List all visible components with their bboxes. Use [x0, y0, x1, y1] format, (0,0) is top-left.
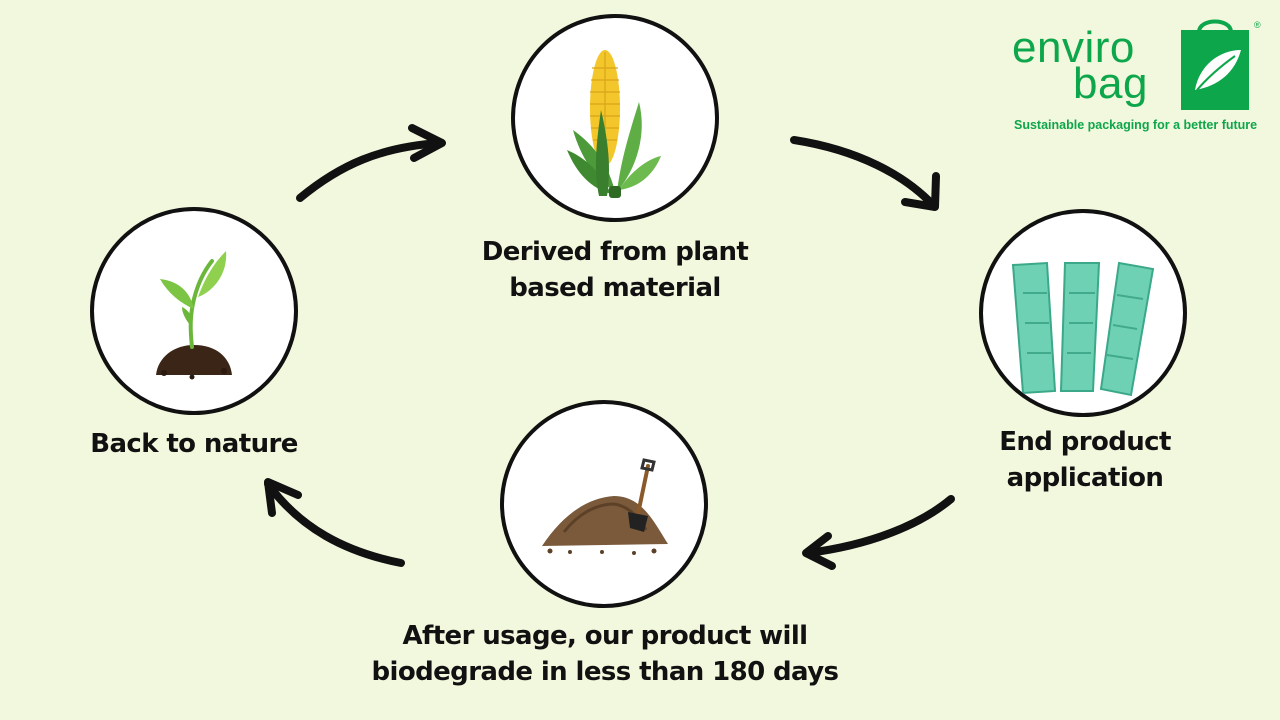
caption-line: Back to nature [90, 429, 298, 459]
logo-word-bag: bag [1073, 59, 1148, 108]
bags-caption: End product application [935, 424, 1235, 496]
bags-node [979, 209, 1187, 417]
soil-shovel-icon [542, 458, 668, 555]
soil-node [500, 400, 708, 608]
caption-line: After usage, our product will [402, 621, 809, 651]
caption-line: biodegrade in less than 180 days [371, 657, 839, 687]
corn-caption: Derived from plant based material [465, 234, 765, 306]
sprout-node [90, 207, 298, 415]
caption-line: End product [999, 427, 1171, 457]
sprout-caption: Back to nature [44, 426, 344, 462]
caption-line: Derived from plant [481, 237, 749, 267]
bag-logo-icon [1181, 19, 1249, 110]
corn-icon [567, 50, 661, 198]
sprout-icon [156, 251, 232, 380]
caption-line: application [1006, 463, 1164, 493]
arrow-to-soil [802, 495, 955, 570]
arrow-to-sprout [264, 478, 405, 567]
logo-word-enviro: enviro [1012, 23, 1135, 72]
logo-tagline: Sustainable packaging for a better futur… [1014, 118, 1258, 132]
caption-line: based material [509, 273, 721, 303]
soil-caption: After usage, our product will biodegrade… [355, 618, 855, 690]
arrow-to-bags [790, 136, 940, 211]
corn-node [511, 14, 719, 222]
bags-icon [1011, 261, 1155, 397]
arrow-to-corn [296, 124, 446, 202]
envirobag-logo: enviro bag ® Sustainable packaging for a… [1005, 10, 1275, 140]
registered-mark: ® [1254, 20, 1261, 30]
